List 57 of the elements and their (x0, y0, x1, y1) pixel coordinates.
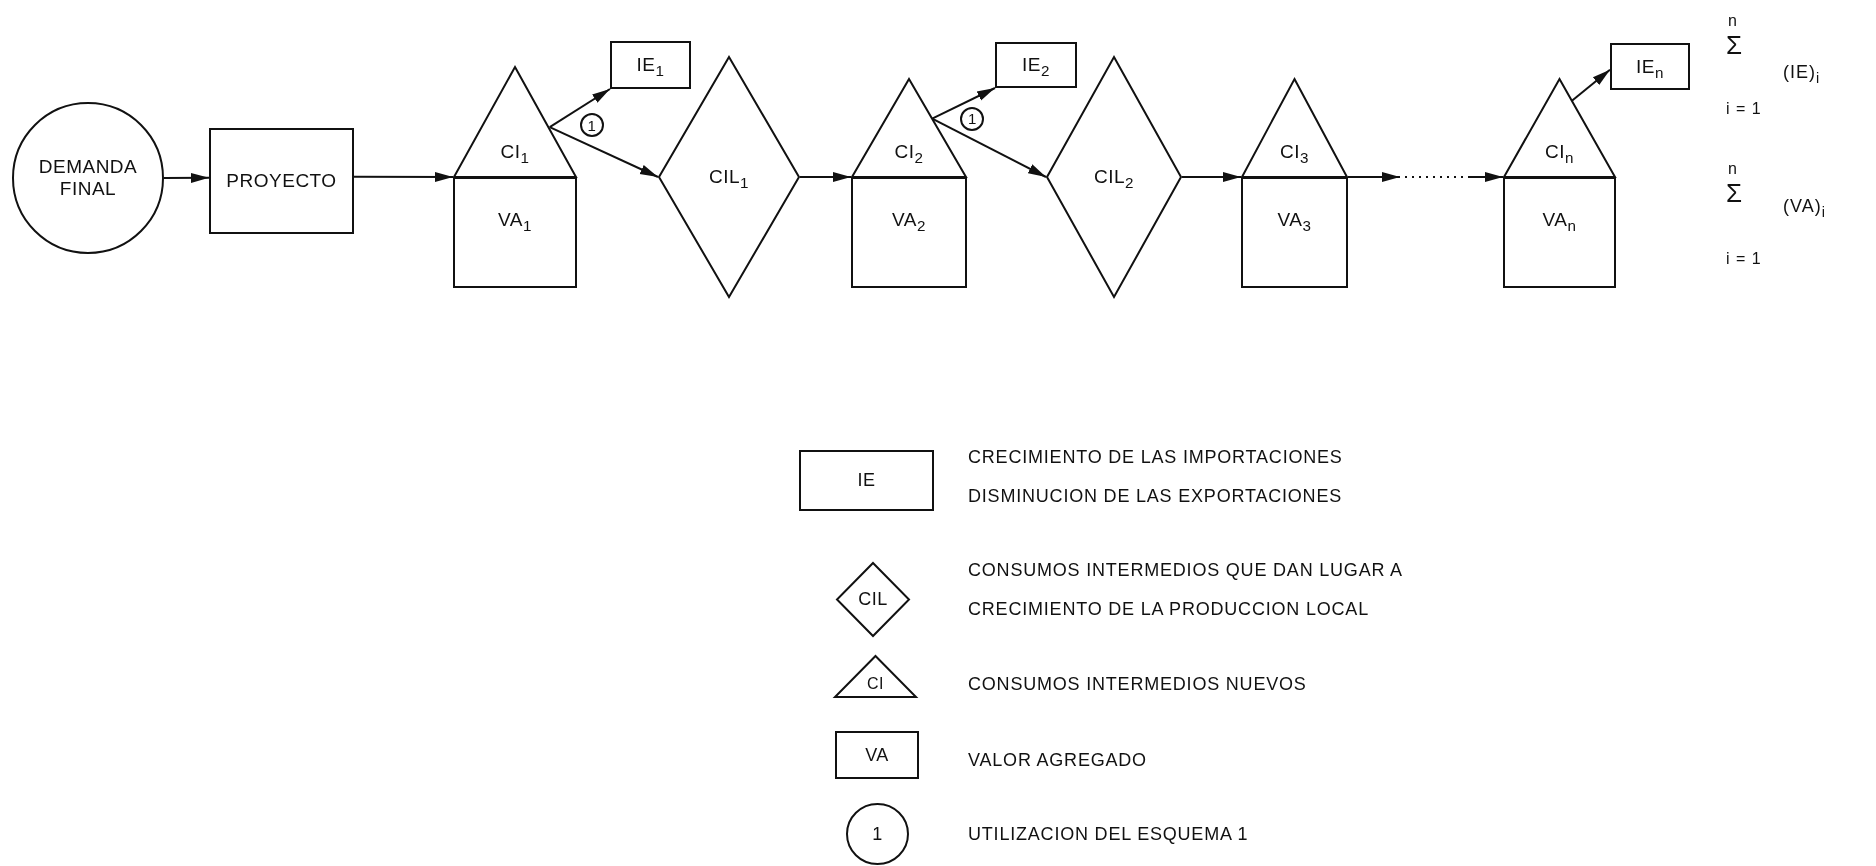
arrow (799, 172, 852, 182)
node-label: CIL$_{1}$ (709, 166, 749, 188)
node-label: IE$_{1}$ (636, 54, 665, 76)
arrow (1347, 172, 1504, 182)
arrow (163, 172, 210, 183)
node-label: IE$_{2}$ (1022, 54, 1050, 76)
process-box (1503, 177, 1616, 288)
legend-text: VALOR AGREGADO (968, 749, 1148, 772)
node-label: CI$_{2}$ (894, 141, 924, 163)
arrow (353, 171, 454, 182)
node-label: VA$_{2}$ (892, 209, 926, 231)
process-triangle (453, 66, 577, 177)
arrow (548, 126, 659, 178)
summation-term: (VA)$_{i}$ (1783, 196, 1826, 217)
summation-index: i = 1 (1726, 100, 1762, 118)
legend-text: CONSUMOS INTERMEDIOS QUE DAN LUGAR A CRECIMIENTO DE LA PRODUCCION LOCAL (968, 559, 1403, 621)
node-label: VA$_{1}$ (498, 209, 532, 231)
node-label: DEMANDA FINAL (37, 156, 139, 200)
node-label: CIL$_{2}$ (1094, 166, 1134, 188)
process-box (1610, 43, 1690, 90)
summation-sign: Σ (1726, 178, 1744, 209)
summation-index: i = 1 (1726, 250, 1762, 268)
arrow (548, 88, 611, 129)
circled-number: 1 (579, 113, 604, 138)
node-label: CI$_{3}$ (1280, 141, 1309, 163)
node-label: CI$_{1}$ (500, 141, 530, 163)
process-box (209, 128, 354, 234)
process-triangle (1503, 78, 1616, 177)
node-label: IE$_{n}$ (1636, 55, 1664, 78)
node-label: CI$_{n}$ (1545, 141, 1574, 163)
summation-sign: Σ (1726, 30, 1744, 61)
node-label: PROYECTO (226, 170, 337, 192)
process-diamond (658, 56, 800, 298)
process-box (995, 42, 1077, 88)
symbol-label: CIL (858, 589, 888, 610)
summation-index: n (1728, 12, 1738, 30)
summation-term: (IE)$_{i}$ (1783, 62, 1821, 83)
process-box (1241, 177, 1348, 288)
summation-index: n (1728, 160, 1738, 178)
process-box (610, 41, 691, 89)
symbol-label: 1 (872, 823, 883, 845)
circled-number: 1 (960, 106, 985, 131)
arrow (1570, 68, 1611, 102)
arrow (1181, 172, 1242, 182)
symbol-label: VA (865, 744, 889, 766)
process-triangle (851, 78, 967, 177)
process-triangle (1241, 78, 1348, 177)
arrow (931, 87, 996, 120)
node-label: VA$_{3}$ (1277, 209, 1312, 231)
legend-text: CRECIMIENTO DE LAS IMPORTACIONES DISMINUCION DE LAS EXPORTACIONES (968, 446, 1344, 508)
symbol-label: IE (857, 470, 876, 491)
process-box (453, 177, 577, 288)
legend-text: UTILIZACION DEL ESQUEMA 1 (968, 823, 1250, 846)
symbol-label: CI (867, 675, 884, 694)
node-label: VA$_{n}$ (1542, 209, 1577, 231)
process-box (851, 177, 967, 288)
legend-text: CONSUMOS INTERMEDIOS NUEVOS (968, 673, 1308, 696)
